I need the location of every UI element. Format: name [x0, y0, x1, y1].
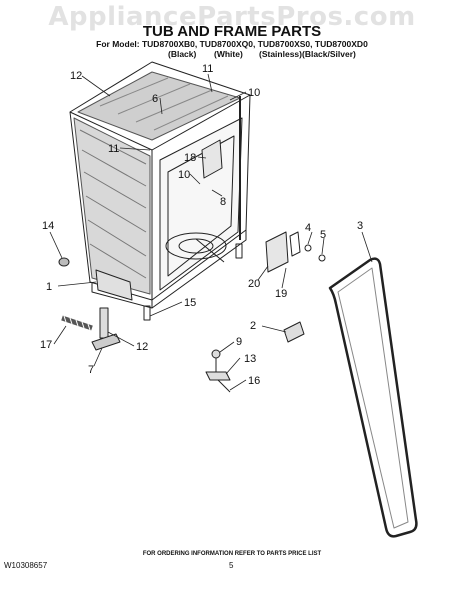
leader-4	[307, 231, 313, 245]
callout-9: 9	[236, 336, 242, 348]
top-insulation-texture	[99, 77, 229, 131]
callout-12-top: 12	[70, 70, 82, 82]
callout-3: 3	[357, 220, 363, 232]
callout-12-bottom: 12	[136, 341, 148, 353]
model-list: For Model: TUD8700XB0, TUD8700XQ0, TUD87…	[96, 39, 368, 49]
leader-20	[257, 265, 269, 281]
leader-12-top	[81, 75, 111, 97]
leader-10-top	[229, 91, 247, 101]
callout-20: 20	[248, 278, 260, 290]
callout-10-mid: 10	[178, 169, 190, 181]
pad-part	[91, 333, 121, 351]
lower-spray-arm-outline	[195, 238, 225, 263]
base-rail-left	[91, 282, 153, 309]
leg-bracket-part	[205, 371, 231, 381]
connector-part	[283, 321, 305, 343]
callout-18: 18	[184, 152, 196, 164]
callout-labels: 11 12 6 10 18 11 10 8 14 4 5 3 20 19 1 1…	[40, 63, 363, 387]
leader-5	[321, 237, 325, 255]
hinge-part	[265, 231, 289, 273]
callout-11-top: 11	[202, 63, 213, 75]
leveling-leg-rear	[235, 243, 243, 259]
leader-3	[361, 231, 373, 263]
leader-14	[49, 231, 63, 259]
leader-19	[281, 267, 287, 289]
leg-cap-part	[211, 349, 221, 359]
leader-lines	[49, 73, 373, 391]
tub-frame-drawing	[58, 61, 418, 538]
leader-2	[261, 325, 287, 333]
finish-black-silver: (Black/Silver)	[302, 49, 356, 59]
leader-17	[53, 325, 67, 345]
callout-1: 1	[46, 281, 52, 293]
leader-11-mid	[119, 147, 151, 151]
strip-part	[99, 307, 109, 339]
screw-part-5	[318, 254, 326, 262]
finish-black: (Black)	[168, 49, 197, 59]
leader-13	[225, 357, 241, 375]
finish-stainless: (Stainless)	[259, 49, 302, 59]
side-insulation	[73, 117, 151, 295]
leader-9	[219, 341, 235, 353]
callout-2: 2	[250, 320, 256, 332]
door-gasket-inner	[337, 267, 409, 529]
document-id: W10308657	[4, 561, 48, 570]
leader-11-top	[207, 73, 213, 93]
leader-7	[93, 347, 103, 367]
callout-17: 17	[40, 339, 52, 351]
callout-14: 14	[42, 220, 54, 232]
insulation-texture	[79, 129, 147, 279]
spring-coils	[63, 315, 91, 331]
leader-18	[197, 156, 207, 159]
leader-12-bottom	[107, 331, 135, 347]
leader-1	[57, 281, 97, 287]
leg-screw-part	[217, 379, 231, 393]
callout-4: 4	[305, 222, 311, 234]
page-title: TUB AND FRAME PARTS	[142, 23, 322, 40]
base-rail-right	[151, 230, 247, 309]
leader-10-mid	[189, 173, 201, 185]
watermark: AppliancePartsPros.com	[48, 2, 416, 32]
ordering-note: FOR ORDERING INFORMATION REFER TO PARTS …	[142, 551, 322, 557]
bracket-part	[201, 139, 223, 179]
frame-component-1	[95, 269, 133, 301]
callout-19: 19	[275, 288, 287, 300]
leader-16	[229, 379, 247, 391]
door-gasket	[328, 257, 418, 538]
callout-11-mid: 11	[108, 143, 119, 155]
leader-8	[211, 189, 223, 197]
callout-8: 8	[220, 196, 226, 208]
tub-sump	[165, 232, 227, 260]
callout-10-top: 10	[248, 87, 260, 99]
callout-6: 6	[152, 93, 158, 105]
callout-5: 5	[320, 229, 326, 241]
leveling-leg-front	[143, 305, 151, 321]
hinge-plate	[289, 231, 301, 257]
callout-15: 15	[184, 297, 196, 309]
screw-part-4	[304, 244, 312, 252]
page-number: 5	[229, 561, 234, 570]
nut-part	[58, 257, 70, 267]
leader-15	[149, 301, 183, 317]
callout-13: 13	[244, 353, 256, 365]
finish-white: (White)	[214, 49, 243, 59]
callout-7: 7	[88, 364, 94, 376]
callout-16: 16	[248, 375, 260, 387]
leader-6	[159, 97, 163, 115]
finish-list: (Black) (White) (Stainless) (Black/Silve…	[0, 49, 464, 61]
